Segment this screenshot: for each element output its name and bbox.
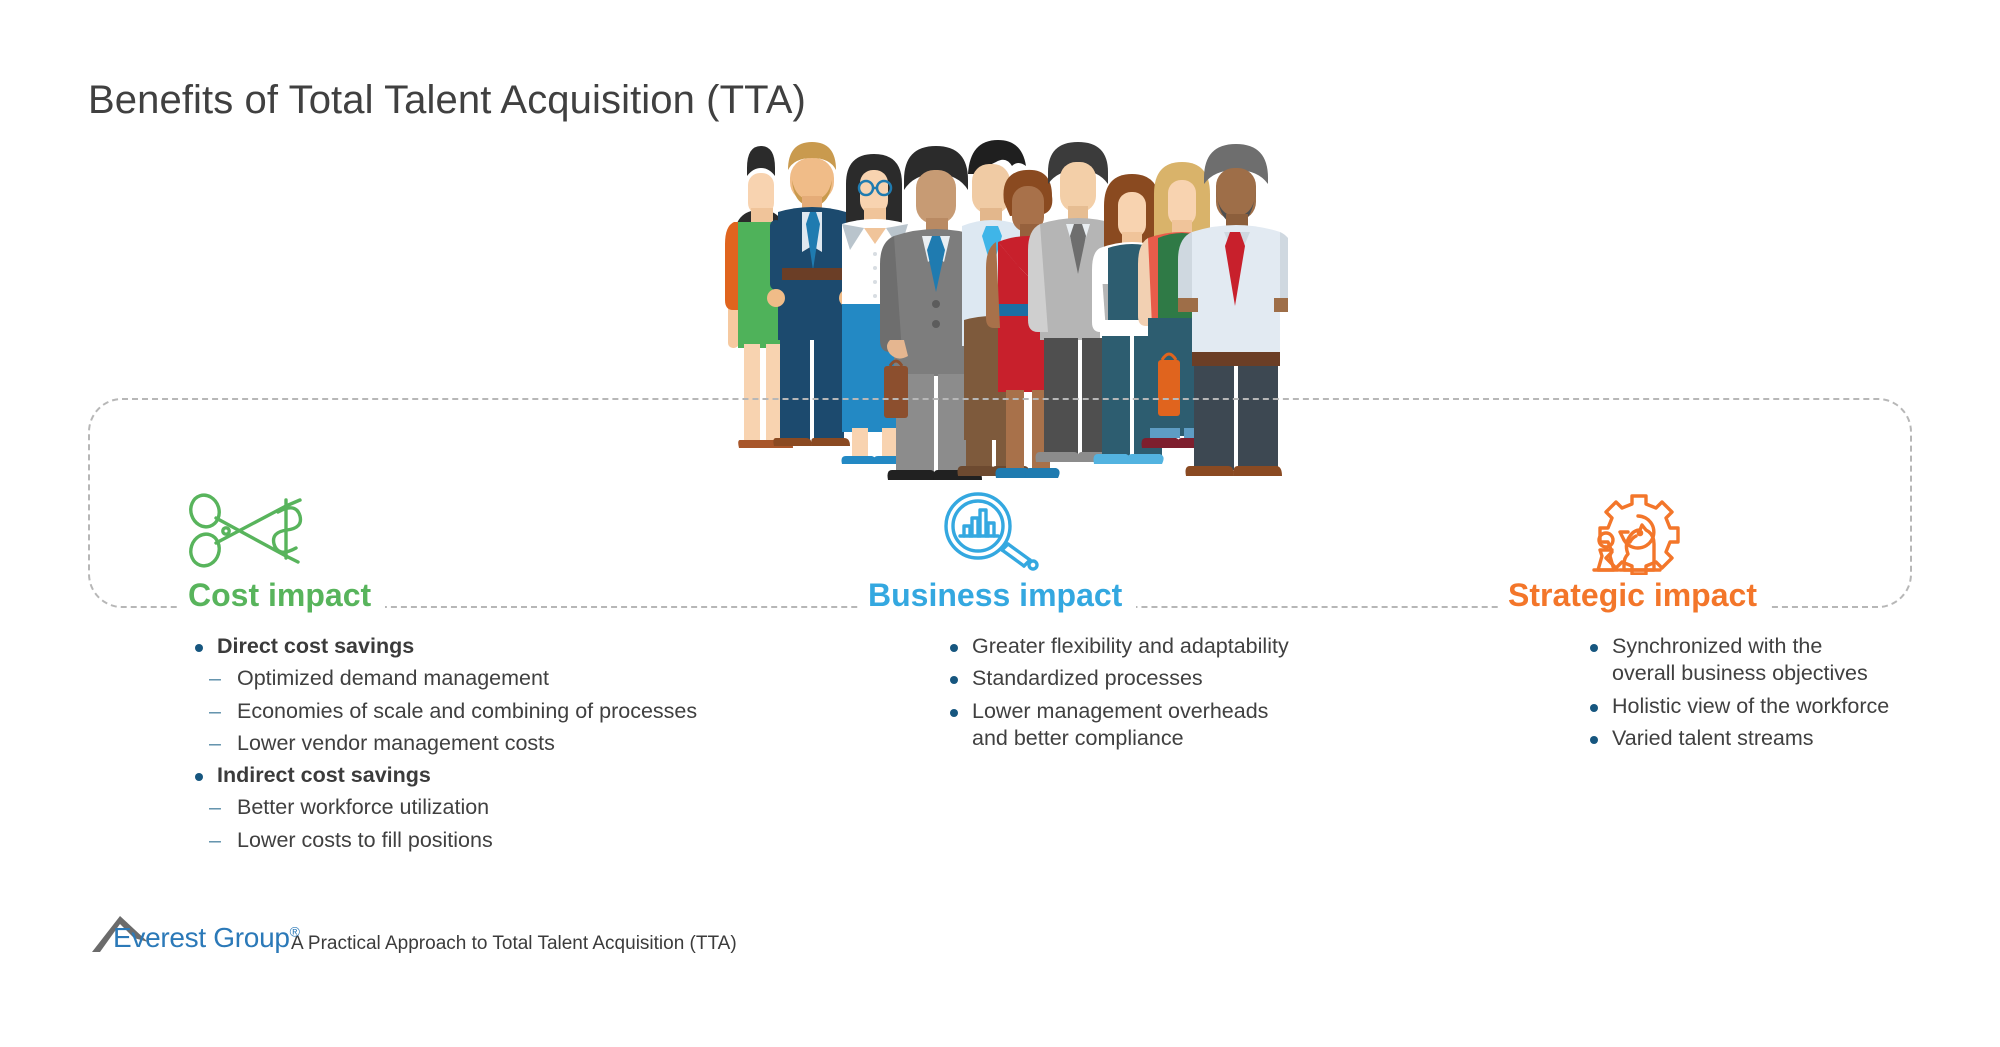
column-heading-business-impact: Business impact (860, 575, 1137, 615)
everest-group-peak-icon (92, 916, 148, 952)
list-item: Direct cost savings (187, 633, 770, 660)
list-item: Economies of scale and combining of proc… (207, 698, 770, 726)
person-10 (1178, 144, 1288, 476)
column-heading-cost-impact: Cost impact (180, 575, 386, 615)
column-heading-strategic-impact: Strategic impact (1500, 575, 1771, 615)
bullet-list-strategic-impact: Synchronized with the overall business o… (1470, 633, 1890, 752)
page-title: Benefits of Total Talent Acquisition (TT… (88, 78, 806, 122)
list-item: Varied talent streams (1582, 725, 1890, 752)
bullet-list-business-impact: Greater flexibility and adaptability Sta… (830, 633, 1300, 752)
list-item: Synchronized with the overall business o… (1582, 633, 1890, 688)
everest-group-wordmark: Everest Group® (113, 922, 300, 954)
column-cost-impact: Cost impact Direct cost savings Optimize… (150, 490, 770, 859)
list-item: Indirect cost savings (187, 762, 770, 789)
column-strategic-impact: Strategic impact Synchronized with the o… (1470, 490, 1890, 757)
person-2 (767, 142, 857, 446)
list-item: Optimized demand management (207, 665, 770, 693)
column-business-impact: Business impact Greater flexibility and … (830, 490, 1300, 757)
list-item: Holistic view of the workforce (1582, 693, 1890, 720)
list-item: Lower management overheads and better co… (942, 698, 1300, 753)
registered-mark: ® (289, 923, 300, 940)
logo-text: Everest Group (113, 922, 290, 953)
magnifier-bar-chart-icon (940, 490, 1300, 575)
scissors-cutting-dollar-icon (182, 490, 770, 575)
gear-chess-pieces-icon (1580, 490, 1890, 576)
everest-group-logo: Everest Group® (90, 908, 300, 960)
list-item: Lower vendor management costs (207, 730, 770, 758)
bullet-list-cost-impact: Direct cost savings Optimized demand man… (150, 633, 770, 854)
list-item: Lower costs to fill positions (207, 827, 770, 855)
list-item: Better workforce utilization (207, 794, 770, 822)
group-of-business-people-illustration (718, 128, 1288, 488)
list-item: Greater flexibility and adaptability (942, 633, 1300, 660)
person-8 (1092, 174, 1172, 464)
list-item: Standardized processes (942, 665, 1300, 692)
footer: Everest Group® A Practical Approach to T… (90, 908, 737, 960)
footer-caption: A Practical Approach to Total Talent Acq… (291, 933, 737, 954)
